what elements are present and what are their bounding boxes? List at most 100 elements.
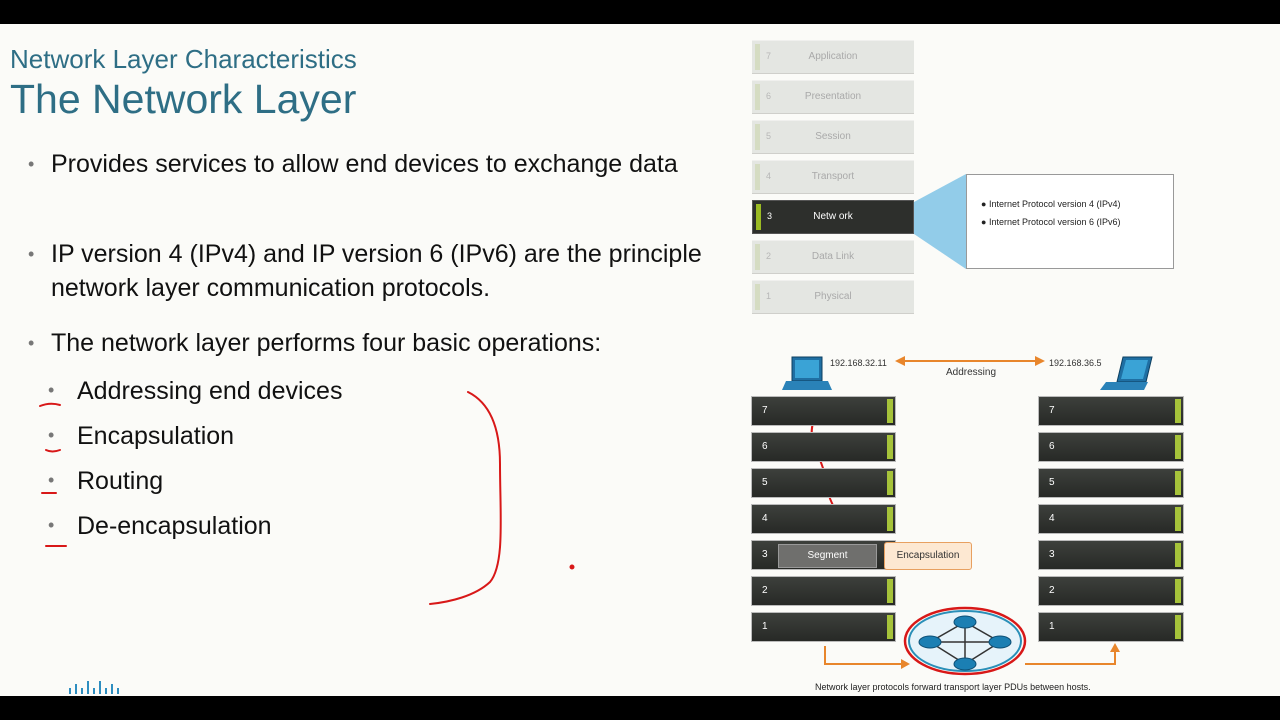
network-cloud-icon [908,610,1022,672]
layer-number: 3 [762,549,768,560]
osi-layer-name: Presentation [804,91,862,102]
osi-layer-number: 7 [766,51,772,61]
layer-accent [887,399,893,423]
protocol-item: ● Internet Protocol version 4 (IPv4) [981,199,1121,209]
host-layer: 3 [1038,540,1184,570]
layer-accent [1175,399,1181,423]
layer-number: 1 [1049,621,1055,632]
host-layer: 6 [751,432,896,462]
layer-accent [887,579,893,603]
laptop-icon [1100,356,1153,390]
layer-number: 6 [762,441,768,452]
addressing-arrow [895,356,1045,366]
addressing-label: Addressing [946,367,997,378]
bullet-dot: • [48,470,55,490]
host-layer: 5 [751,468,896,498]
subbullet-item: • Addressing end devices [48,377,342,406]
host-layer: 2 [751,576,896,606]
bullet-text: IP version 4 (IPv4) and IP version 6 (IP… [51,240,702,302]
layer-number: 1 [762,621,768,632]
layer-grip [756,204,761,230]
laptop-icon [782,356,832,390]
slide-subtitle: Network Layer Characteristics [10,44,357,74]
source-ip: 192.168.32.11 [830,358,887,368]
bullet-item: • The network layer performs four basic … [28,326,711,360]
osi-layer-name: Application [808,51,858,62]
host-layer: 2 [1038,576,1184,606]
layer-number: 4 [762,513,768,524]
layer-grip [755,124,760,150]
layer-grip [755,84,760,110]
bullet-dot: • [48,380,55,400]
layer-accent [887,435,893,459]
osi-layer-number: 1 [766,291,772,301]
layer-number: 3 [1049,549,1055,560]
bullet-dot: • [48,425,55,445]
layer-accent [1175,615,1181,639]
layer-number: 7 [1049,405,1055,416]
bullet-dot: • [28,154,35,174]
route-arrow [824,643,1120,669]
diagram-caption: Network layer protocols forward transpor… [815,682,1091,692]
osi-layer-name: Physical [814,291,852,302]
layer-number: 5 [762,477,768,488]
host-layer: 4 [1038,504,1184,534]
cisco-logo-icon [69,681,119,694]
host-layer: 5 [1038,468,1184,498]
host-layer: 1 [1038,612,1184,642]
layer-grip [755,284,760,310]
layer-number: 2 [1049,585,1055,596]
host-layer: 7 [1038,396,1184,426]
osi-layer-application: 7 Application [752,40,914,74]
layer-number: 5 [1049,477,1055,488]
bullet-item: • Provides services to allow end devices… [28,147,711,181]
layer-number: 6 [1049,441,1055,452]
slide-title: The Network Layer [10,76,357,122]
layer-accent [1175,579,1181,603]
bullet-dot: • [48,515,55,535]
osi-layer-name: Netw ork [813,211,853,222]
layer-grip [755,164,760,190]
layer-accent [887,615,893,639]
layer-number: 7 [762,405,768,416]
bullet-text: Provides services to allow end devices t… [51,150,678,178]
layer-accent [1175,507,1181,531]
layer-grip [755,44,760,70]
layer-accent [1175,543,1181,567]
osi-layer-presentation: 6 Presentation [752,80,914,114]
protocol-ipv4: Internet Protocol version 4 (IPv4) [988,199,1121,209]
subbullet-item: • Routing [48,467,163,496]
bullet-text: The network layer performs four basic op… [51,329,602,357]
osi-layer-name: Data Link [811,251,855,262]
destination-ip: 192.168.36.5 [1049,358,1102,368]
segment-pdu: Segment [778,544,877,568]
bullet-dot: • [28,244,35,264]
layer-grip [755,244,760,270]
protocol-item: ● Internet Protocol version 6 (IPv6) [981,217,1121,227]
layer-number: 4 [1049,513,1055,524]
host-layer: 7 [751,396,896,426]
callout-connector [914,174,966,269]
protocol-ipv6: Internet Protocol version 6 (IPv6) [988,217,1121,227]
encapsulation-label: Encapsulation [884,542,972,570]
subbullet-text: Routing [77,467,164,495]
layer-number: 2 [762,585,768,596]
subbullet-item: • Encapsulation [48,422,234,451]
host-layer: 1 [751,612,896,642]
osi-layer-number: 6 [766,91,772,101]
subbullet-item: • De-encapsulation [48,512,272,541]
layer-accent [1175,435,1181,459]
osi-layer-number: 4 [766,171,772,181]
subbullet-text: De-encapsulation [77,512,272,540]
osi-layer-number: 5 [766,131,772,141]
subbullet-text: Addressing end devices [77,377,343,405]
diagram-graphics [39,356,1153,676]
subbullet-text: Encapsulation [77,422,235,450]
osi-layer-physical: 1 Physical [752,280,914,314]
layer-accent [887,507,893,531]
bullet-dot: • [28,333,35,353]
